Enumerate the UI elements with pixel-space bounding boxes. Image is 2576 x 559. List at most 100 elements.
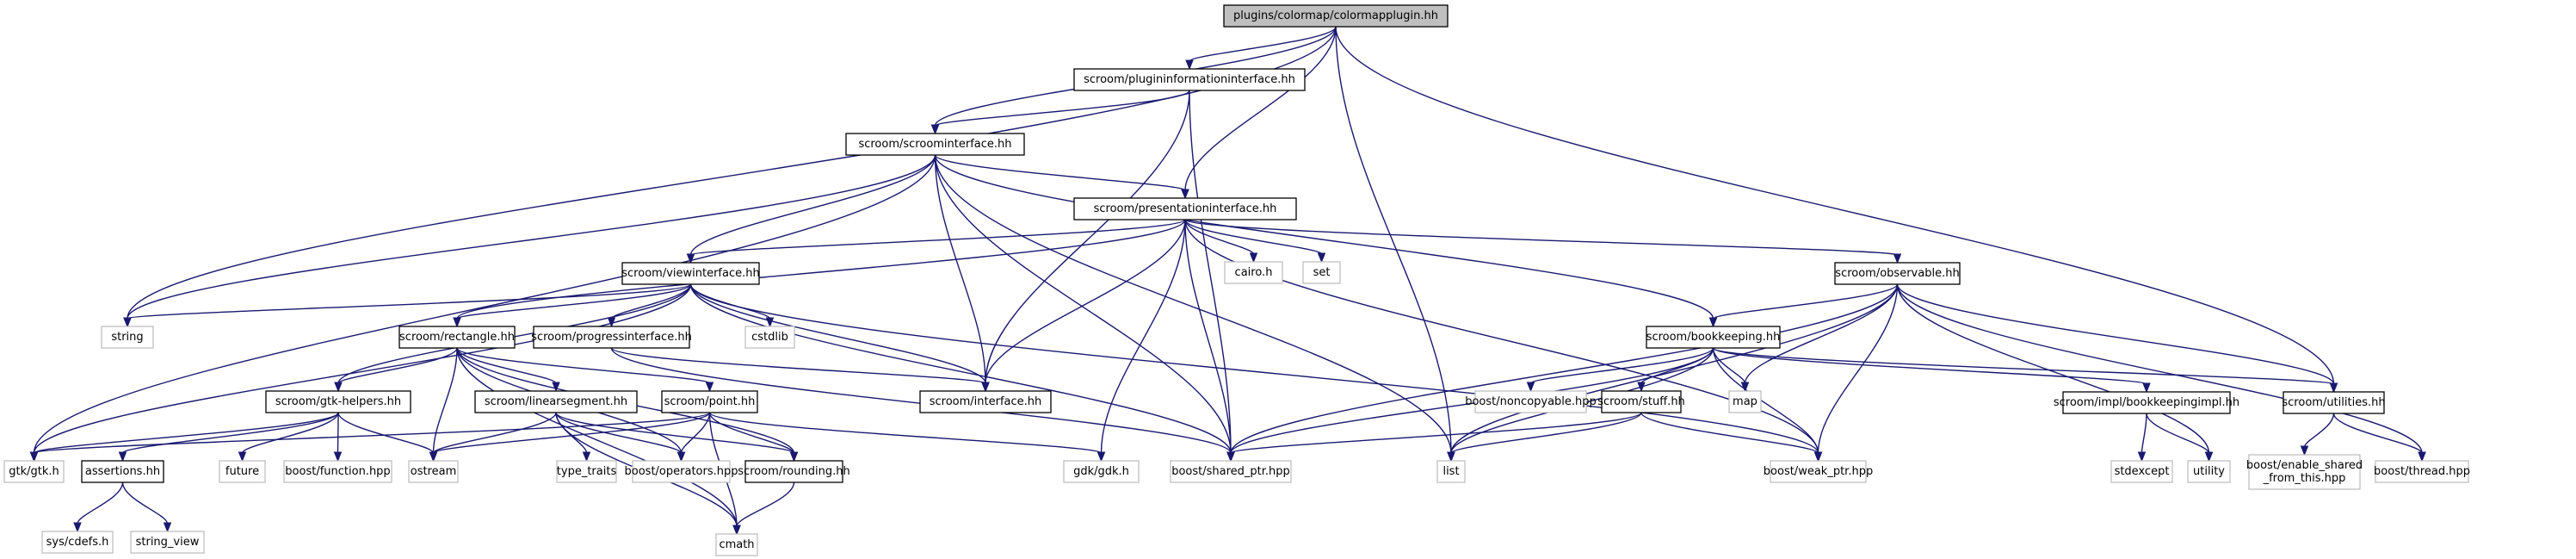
edge-scroominterface-to-interface bbox=[934, 154, 986, 384]
node-box bbox=[1224, 261, 1283, 284]
node-box bbox=[1073, 197, 1297, 220]
node-operators: boost/operators.hpp bbox=[625, 460, 738, 483]
node-rounding[interactable]: scroom/rounding.hh bbox=[738, 460, 850, 483]
node-box bbox=[3, 460, 65, 483]
edge-gtkhelpers-to-function bbox=[337, 412, 339, 454]
arrowhead-point-to-ostream bbox=[429, 451, 438, 463]
arrowhead-presentationinterface-to-cairo bbox=[1249, 252, 1258, 264]
node-label: scroom/plugininformationinterface.hh bbox=[1084, 73, 1295, 86]
edge-plugininfo-to-interface bbox=[985, 90, 1190, 384]
edge-presentationinterface-to-shared_ptr bbox=[1184, 219, 1232, 454]
arrowhead-bookkeeping-to-noncopyable bbox=[1526, 382, 1535, 393]
node-gtkhelpers[interactable]: scroom/gtk-helpers.hh bbox=[265, 390, 411, 413]
edge-scroominterface-to-presentationinterface bbox=[934, 154, 1186, 191]
edge-bookkeeping-to-noncopyable bbox=[1529, 347, 1714, 384]
edge-scroominterface-to-string bbox=[127, 154, 936, 320]
arrowhead-presentationinterface-to-set bbox=[1317, 252, 1326, 264]
node-box bbox=[474, 390, 638, 413]
node-presentationinterface[interactable]: scroom/presentationinterface.hh bbox=[1073, 197, 1297, 220]
node-cairo: cairo.h bbox=[1224, 261, 1283, 284]
node-label: set bbox=[1313, 266, 1331, 279]
edge-presentationinterface-to-gdk bbox=[1100, 219, 1186, 454]
node-label: scroom/linearsegment.hh bbox=[485, 395, 627, 408]
node-label: boost/enable_shared bbox=[2246, 459, 2363, 472]
edge-bookkeeping-to-weak_ptr bbox=[1712, 347, 1819, 454]
node-label: scroom/viewinterface.hh bbox=[621, 267, 759, 280]
arrowhead-stuff-to-weak_ptr bbox=[1813, 451, 1823, 463]
edge-assertions-to-cdefs bbox=[77, 481, 124, 525]
node-label: boost/noncopyable.hpp bbox=[1465, 395, 1597, 408]
node-interface[interactable]: scroom/interface.hh bbox=[919, 390, 1052, 413]
node-box bbox=[1302, 261, 1341, 284]
edge-presentationinterface-to-set bbox=[1184, 219, 1323, 255]
node-gdk: gdk/gdk.h bbox=[1063, 460, 1140, 483]
node-plugininfo[interactable]: scroom/plugininformationinterface.hh bbox=[1073, 68, 1306, 91]
edge-bookkeepingimpl-to-utility bbox=[2146, 413, 2210, 454]
node-box bbox=[1646, 326, 1781, 349]
arrowhead-utilities-to-thread bbox=[2418, 451, 2426, 463]
edge-presentationinterface-to-interface bbox=[985, 219, 1186, 384]
edge-observable-to-utility bbox=[1896, 283, 2210, 454]
arrowhead-plugininfo-to-scroominterface bbox=[930, 124, 940, 135]
node-box bbox=[219, 460, 266, 483]
node-assertions[interactable]: assertions.hh bbox=[81, 460, 164, 483]
arrowhead-presentationinterface-to-observable bbox=[1893, 253, 1902, 264]
node-label: boost/operators.hpp bbox=[625, 465, 738, 478]
node-observable[interactable]: scroom/observable.hh bbox=[1834, 262, 1961, 285]
edge-rectangle-to-cmath bbox=[456, 347, 738, 527]
node-stdexcept: stdexcept bbox=[2110, 460, 2173, 483]
arrowhead-bookkeeping-to-utilities bbox=[2329, 382, 2338, 394]
node-box bbox=[744, 460, 843, 483]
node-box bbox=[2187, 460, 2231, 483]
arrowhead-bookkeepingimpl-to-stdexcept bbox=[2137, 451, 2147, 463]
node-box bbox=[1063, 460, 1140, 483]
node-box bbox=[81, 460, 164, 483]
node-linearsegment[interactable]: scroom/linearsegment.hh bbox=[474, 390, 638, 413]
arrowhead-viewinterface-to-progressinterface bbox=[607, 317, 616, 328]
edge-viewinterface-to-rectangle bbox=[456, 283, 692, 320]
node-viewinterface[interactable]: scroom/viewinterface.hh bbox=[621, 262, 760, 285]
edge-stuff-to-shared_ptr bbox=[1230, 412, 1642, 454]
edge-viewinterface-to-cstdlib bbox=[689, 283, 771, 320]
node-box bbox=[101, 326, 154, 349]
node-label: cstdlib bbox=[751, 331, 788, 344]
node-rectangle[interactable]: scroom/rectangle.hh bbox=[398, 326, 516, 349]
node-cmath: cmath bbox=[715, 533, 758, 556]
node-stuff[interactable]: scroom/stuff.hh bbox=[1597, 390, 1685, 413]
node-bookkeepingimpl[interactable]: scroom/impl/bookkeepingimpl.hh bbox=[2054, 391, 2239, 414]
node-label: map bbox=[1733, 395, 1757, 408]
edge-linearsegment-to-operators bbox=[555, 412, 683, 454]
node-label: scroom/observable.hh bbox=[1835, 267, 1959, 280]
edge-colormapplugin-to-list bbox=[1335, 26, 1452, 454]
edge-scroominterface-to-viewinterface bbox=[689, 154, 936, 256]
edge-stuff-to-weak_ptr bbox=[1640, 412, 1819, 454]
node-label: scroom/interface.hh bbox=[930, 395, 1042, 408]
node-box bbox=[2248, 454, 2361, 490]
node-box bbox=[2375, 460, 2469, 483]
edge-presentationinterface-to-observable bbox=[1184, 219, 1899, 256]
edge-observable-to-list bbox=[1450, 283, 1899, 454]
node-label: boost/weak_ptr.hpp bbox=[1764, 465, 1873, 478]
arrowhead-stuff-to-list bbox=[1447, 451, 1455, 463]
node-layer: plugins/colormap/colormapplugin.hh scroom… bbox=[3, 4, 2470, 556]
node-box bbox=[715, 533, 758, 556]
node-label: plugins/colormap/colormapplugin.hh bbox=[1233, 9, 1438, 22]
node-weak_ptr: boost/weak_ptr.hpp bbox=[1764, 460, 1873, 483]
node-utilities[interactable]: scroom/utilities.hh bbox=[2282, 391, 2386, 414]
node-label: scroom/gtk-helpers.hh bbox=[275, 395, 401, 408]
node-progressinterface[interactable]: scroom/progressinterface.hh bbox=[531, 326, 692, 349]
node-label: ostream bbox=[411, 465, 457, 478]
arrowhead-gtkhelpers-to-assertions bbox=[118, 451, 127, 463]
arrowhead-rectangle-to-linearsegment bbox=[552, 382, 560, 393]
node-box bbox=[2110, 460, 2173, 483]
edge-observable-to-thread bbox=[1896, 283, 2423, 454]
node-point[interactable]: scroom/point.hh bbox=[661, 390, 758, 413]
node-cstdlib: cstdlib bbox=[744, 326, 795, 349]
edge-scroominterface-to-bookkeeping bbox=[934, 154, 1714, 320]
node-box bbox=[845, 133, 1025, 156]
arrowhead-assertions-to-string_view bbox=[163, 522, 172, 533]
node-colormapplugin[interactable]: plugins/colormap/colormapplugin.hh bbox=[1223, 4, 1449, 28]
node-noncopyable: boost/noncopyable.hpp bbox=[1465, 390, 1597, 413]
node-bookkeeping[interactable]: scroom/bookkeeping.hh bbox=[1646, 326, 1781, 349]
node-scroominterface[interactable]: scroom/scroominterface.hh bbox=[845, 133, 1025, 156]
